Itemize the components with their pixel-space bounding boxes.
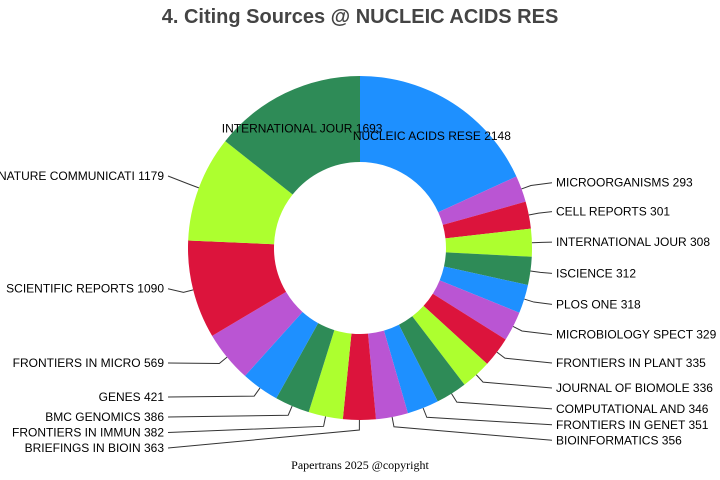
leader-line	[167, 175, 200, 189]
slice-label: FRONTIERS IN GENET 351	[556, 418, 709, 432]
slice-label: PLOS ONE 318	[556, 297, 641, 311]
slice-label: GENES 421	[99, 390, 165, 404]
slice-label: FRONTIERS IN IMMUN 382	[12, 426, 164, 440]
leader-line	[512, 325, 553, 336]
slice-label: BIOINFORMATICS 356	[556, 433, 682, 447]
leader-line	[528, 211, 553, 216]
pie-slice	[438, 176, 526, 225]
slice-label: INTERNATIONAL JOUR 1693	[222, 121, 383, 135]
pie-slice	[443, 252, 532, 286]
pie-slice	[187, 240, 287, 336]
slice-label: INTERNATIONAL JOUR 308	[556, 235, 710, 249]
leader-line	[451, 393, 553, 410]
leader-line	[391, 416, 553, 441]
leader-line	[167, 405, 293, 418]
pie-slice	[212, 291, 303, 376]
leader-line	[524, 298, 553, 305]
slice-label: CELL REPORTS 301	[556, 205, 670, 219]
pie-slice	[360, 76, 517, 213]
slice-label: SCIENTIFIC REPORTS 1090	[6, 282, 164, 296]
pie-slice	[245, 311, 319, 399]
pie-slice	[367, 330, 408, 420]
leader-line	[422, 407, 553, 426]
leader-line	[167, 387, 261, 398]
pie-slice	[225, 76, 360, 195]
pie-slice	[188, 141, 293, 245]
leader-line	[167, 416, 327, 433]
leader-line	[475, 374, 553, 389]
pie-slice	[383, 324, 438, 414]
leader-line	[167, 288, 194, 293]
slice-label: NATURE COMMUNICATI 1179	[0, 169, 164, 183]
slice-label: FRONTIERS IN PLANT 335	[556, 356, 706, 370]
copyright-footer: Papertrans 2025 @copyright	[291, 458, 429, 472]
slice-label: COMPUTATIONAL AND 346	[556, 402, 709, 416]
slice-label: FRONTIERS IN MICRO 569	[13, 356, 165, 370]
pie-slice	[398, 316, 465, 402]
slice-label: ISCIENCE 312	[556, 266, 636, 280]
slice-label: BRIEFINGS IN BIOIN 363	[25, 441, 165, 455]
pie-slice	[439, 266, 528, 313]
leader-line	[496, 351, 553, 364]
slice-label: BMC GENOMICS 386	[45, 410, 164, 424]
leader-line	[530, 270, 553, 274]
leader-line	[521, 182, 553, 190]
pie-slice	[276, 323, 335, 413]
slice-label: JOURNAL OF BIOMOLE 336	[556, 381, 713, 395]
leader-line	[531, 241, 553, 244]
pie-slice	[423, 293, 506, 364]
pie-slice	[412, 305, 488, 385]
pie-slice	[308, 330, 352, 420]
leader-line	[167, 419, 360, 449]
slice-label: MICROBIOLOGY SPECT 329	[556, 328, 717, 342]
pie-slice	[445, 228, 533, 257]
pie-slice	[432, 280, 520, 340]
leader-line	[167, 356, 228, 364]
pie-slice	[442, 201, 531, 239]
slice-label: NUCLEIC ACIDS RESE 2148	[353, 129, 511, 143]
pie-slice	[342, 333, 376, 421]
chart-title: 4. Citing Sources @ NUCLEIC ACIDS RES	[161, 6, 559, 28]
slice-label: MICROORGANISMS 293	[556, 176, 693, 190]
